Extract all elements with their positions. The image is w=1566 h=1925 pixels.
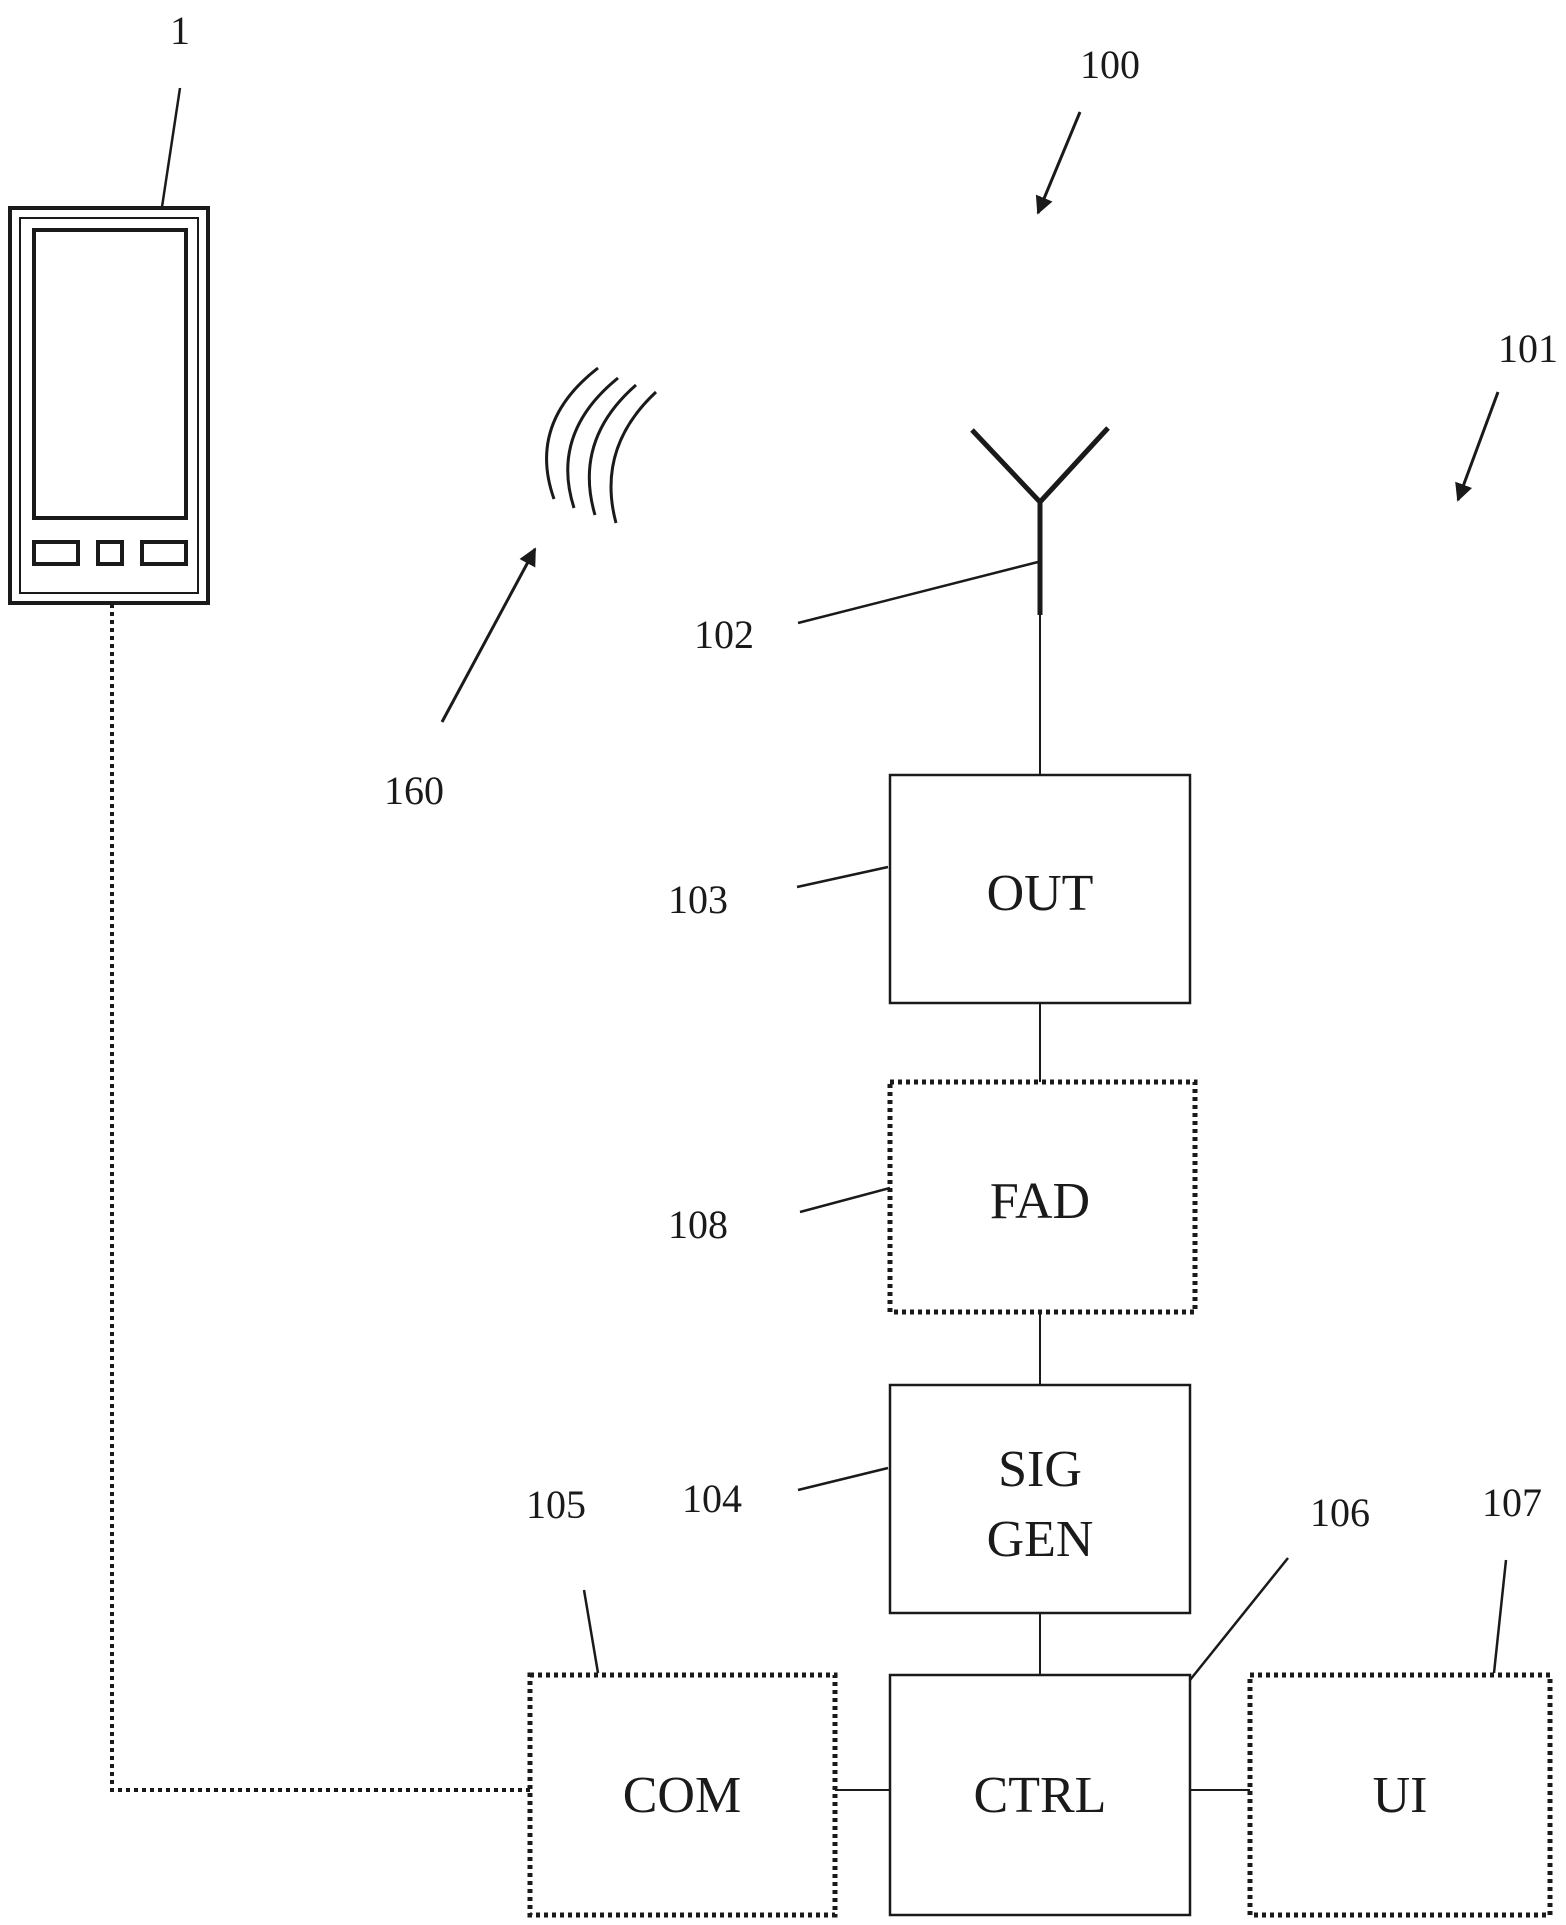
com-leader-line [584,1590,598,1673]
antenna-leader-line [798,562,1038,623]
ref-fad: 108 [668,1202,728,1247]
siggen-block [890,1385,1190,1613]
ref-siggen: 104 [682,1476,742,1521]
ui-leader-line [1494,1560,1506,1673]
system-arrow [1038,112,1080,213]
ref-com: 105 [526,1482,586,1527]
mobile-phone-icon [10,208,208,603]
antenna-icon [972,428,1108,615]
ref-out: 103 [668,877,728,922]
ref-device: 101 [1498,326,1558,371]
ref-antenna: 102 [694,612,754,657]
ref-system: 100 [1080,42,1140,87]
ref-ctrl: 106 [1310,1490,1370,1535]
ctrl-block-label: CTRL [974,1767,1107,1824]
ref-phone: 1 [170,8,190,53]
out-block-label: OUT [987,865,1094,922]
signal-arrow [442,549,535,722]
phone-leader-line [162,88,180,207]
device-arrow [1458,392,1498,500]
fad-block-label: FAD [990,1173,1090,1230]
fad-leader-line [800,1188,890,1212]
out-leader-line [797,867,888,887]
siggen-leader-line [798,1468,888,1490]
wireless-signal-icon [547,368,656,523]
ref-signal: 160 [384,768,444,813]
ui-block-label: UI [1373,1767,1428,1824]
ref-ui: 107 [1482,1480,1542,1525]
phone-com-link [112,604,530,1790]
com-block-label: COM [623,1767,741,1824]
siggen-block-label-line1: SIG [998,1441,1082,1498]
ctrl-leader-line [1190,1558,1288,1680]
siggen-block-label-line2: GEN [987,1511,1094,1568]
